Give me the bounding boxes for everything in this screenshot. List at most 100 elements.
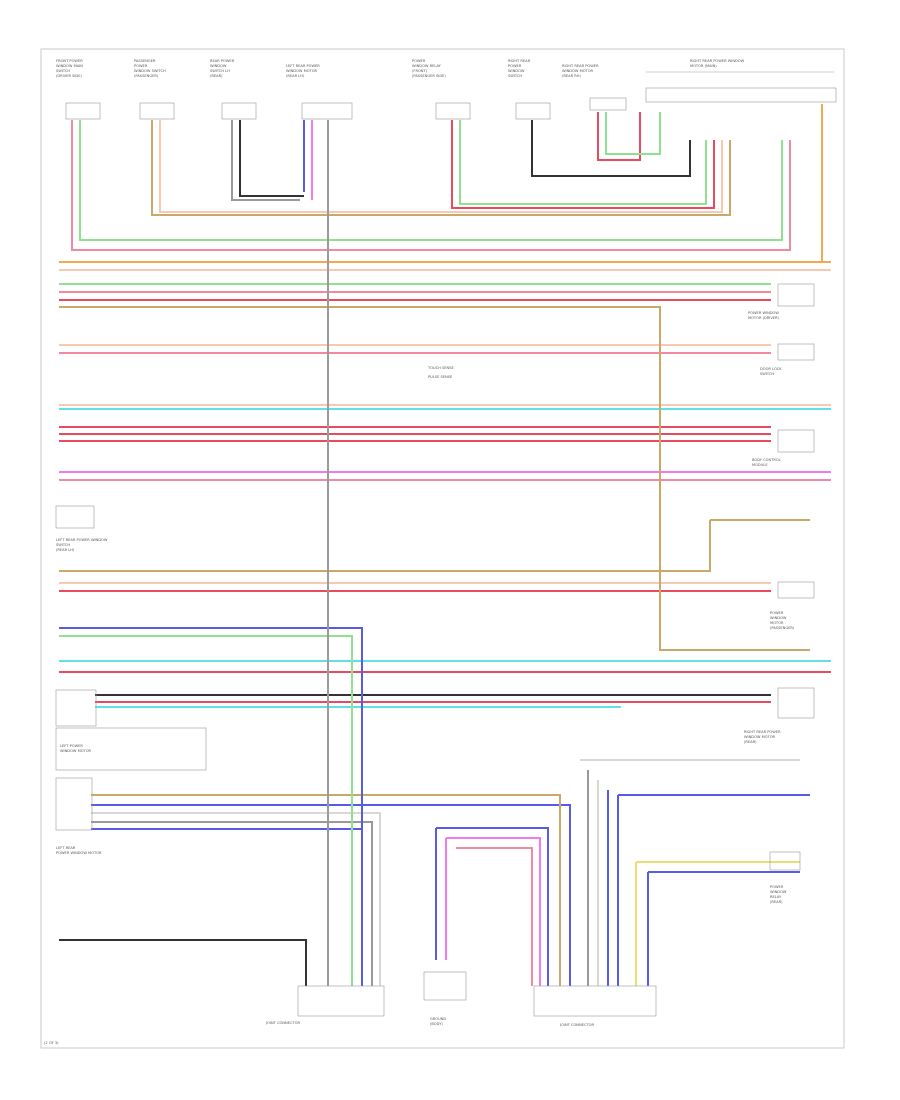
top-connector-c2: PASSENGER POWER WINDOW SWITCH (PASSENGER… xyxy=(134,59,175,120)
connector-label-line: WINDOW SWITCH xyxy=(134,69,166,73)
connector-label-line: RIGHT REAR POWER xyxy=(562,64,599,68)
component-label-line: LEFT REAR POWER WINDOW xyxy=(56,538,108,542)
component-label-line: GROUND xyxy=(430,1017,446,1021)
page-note: (2 OF 3) xyxy=(44,1041,59,1045)
connector-label-line: PASSENGER xyxy=(134,59,156,63)
component-label-line: POWER WINDOW MOTOR xyxy=(56,851,102,855)
component-label-line: MODULE xyxy=(752,463,768,467)
component-label-line: MOTOR (DRIVER) xyxy=(748,316,780,320)
component-label-line: LEFT REAR xyxy=(56,846,76,850)
routed-wire xyxy=(451,120,715,209)
connector-box xyxy=(301,102,353,120)
component-label-line: (PASSENGER) xyxy=(770,626,795,630)
routed-wire xyxy=(239,120,304,197)
connector-label-line: WINDOW RELAY xyxy=(412,64,442,68)
routed-wire xyxy=(531,120,691,177)
connector-label-line: FRONT POWER xyxy=(56,59,83,63)
routed-wire xyxy=(605,112,661,155)
top-connector-c4: LEFT REAR POWER WINDOW MOTOR (REAR LH) xyxy=(286,64,353,120)
component-label-line: (REAR) xyxy=(744,740,757,744)
connector-label-line: SWITCH xyxy=(56,69,70,73)
top-connector-c1: FRONT POWER WINDOW MAIN SWITCH (DRIVER S… xyxy=(56,59,101,120)
right-label-r5: RIGHT REAR POWER WINDOW MOTOR (REAR) xyxy=(744,687,815,744)
connector-label-line: SWITCH xyxy=(508,74,522,78)
connector-label-line: (REAR) xyxy=(210,74,223,78)
connector-label-line: (FRONT) xyxy=(412,69,428,73)
routed-wire xyxy=(459,120,707,205)
connector-label-line: WINDOW MAIN xyxy=(56,64,83,68)
component-label-line: JOINT CONNECTOR xyxy=(265,1021,300,1025)
top-connector-c7: RIGHT REAR POWER WINDOW MOTOR (REAR RH) xyxy=(562,64,627,111)
component-label-line: WINDOW MOTOR xyxy=(60,749,92,753)
component-box xyxy=(777,283,815,307)
right-label-r3: BODY CONTROL MODULE xyxy=(752,429,815,467)
connector-label-line: (REAR RH) xyxy=(562,74,581,78)
left-label-l3: LEFT REAR POWER WINDOW MOTOR xyxy=(55,777,102,855)
connector-label-line: (REAR LH) xyxy=(286,74,305,78)
connector-label-line: WINDOW xyxy=(508,69,525,73)
connector-box xyxy=(515,102,551,120)
legend-item-touch-sense: TOUCH SENSE xyxy=(427,366,455,370)
right-label-r2: DOOR LOCK SWITCH xyxy=(760,343,815,376)
component-label-line: JOINT CONNECTOR xyxy=(559,1023,594,1027)
component-label-line: MOTOR xyxy=(770,621,784,625)
component-label-line: POWER xyxy=(770,611,784,615)
right-label-r4: POWER WINDOW MOTOR (PASSENGER) xyxy=(770,581,815,630)
harness-lines xyxy=(59,261,831,941)
routed-wire xyxy=(446,837,541,986)
connector-label-line: LEFT REAR POWER xyxy=(286,64,320,68)
component-label-line: SWITCH xyxy=(760,372,774,376)
component-label-line: (BODY) xyxy=(430,1022,443,1026)
connector-box xyxy=(589,97,627,111)
connector-label-line: (PASSENGER SIDE) xyxy=(412,74,446,78)
connector-label-line: POWER xyxy=(134,64,148,68)
component-label-line: WINDOW xyxy=(770,616,787,620)
routed-wire xyxy=(79,120,783,241)
top-connector-c3: REAR POWER WINDOW SWITCH LH (REAR) xyxy=(210,59,257,120)
component-box xyxy=(777,343,815,361)
component-box xyxy=(777,581,815,599)
component-box xyxy=(777,687,815,719)
connector-box xyxy=(297,985,385,1017)
connector-label-line: SWITCH LH xyxy=(210,69,230,73)
top-connector-c8: RIGHT REAR POWER WINDOW MOTOR (MAIN) xyxy=(645,59,837,103)
connector-box xyxy=(65,102,101,120)
routed-wire xyxy=(151,120,731,216)
component-label-line: POWER WINDOW xyxy=(748,311,779,315)
component-box xyxy=(769,851,801,871)
routed-wire xyxy=(436,827,549,986)
connector-label-line: MOTOR (MAIN) xyxy=(690,64,717,68)
connector-box xyxy=(139,102,175,120)
component-label-line: (REAR LH) xyxy=(56,548,75,552)
routed-wire xyxy=(71,120,791,251)
component-box xyxy=(423,971,467,1001)
routed-wire xyxy=(231,120,300,201)
legend: TOUCH SENSE PULSE SENSE xyxy=(427,366,455,379)
component-label-line: SWITCH xyxy=(56,543,70,547)
right-label-r1: POWER WINDOW MOTOR (DRIVER) xyxy=(748,283,815,320)
connector-label-line: WINDOW MOTOR xyxy=(286,69,318,73)
connector-label-line: POWER xyxy=(412,59,426,63)
component-label-line: RELAY xyxy=(770,895,782,899)
connector-label-line: WINDOW xyxy=(210,64,227,68)
routed-wire xyxy=(159,120,723,213)
connector-box xyxy=(221,102,257,120)
connector-label-line: RIGHT REAR POWER WINDOW xyxy=(690,59,745,63)
component-box xyxy=(55,505,95,529)
connector-label-line: REAR POWER xyxy=(210,59,235,63)
routed-wire xyxy=(597,112,641,161)
connector-label-line: RIGHT REAR xyxy=(508,59,531,63)
component-label-line: DOOR LOCK xyxy=(760,367,782,371)
connector-label-line: POWER xyxy=(508,64,522,68)
top-connector-c6: RIGHT REAR POWER WINDOW SWITCH xyxy=(508,59,551,120)
component-box xyxy=(55,727,207,771)
bottom-label-b2: GROUND (BODY) xyxy=(423,971,467,1026)
component-box xyxy=(55,777,93,831)
routed-wire xyxy=(659,307,810,651)
top-connector-c5: POWER WINDOW RELAY (FRONT) (PASSENGER SI… xyxy=(412,59,471,120)
component-label-line: RIGHT REAR POWER xyxy=(744,730,781,734)
component-label-line: LEFT POWER xyxy=(60,744,83,748)
bottom-label-b1: JOINT CONNECTOR xyxy=(265,985,385,1025)
diagram-frame xyxy=(40,48,845,1049)
